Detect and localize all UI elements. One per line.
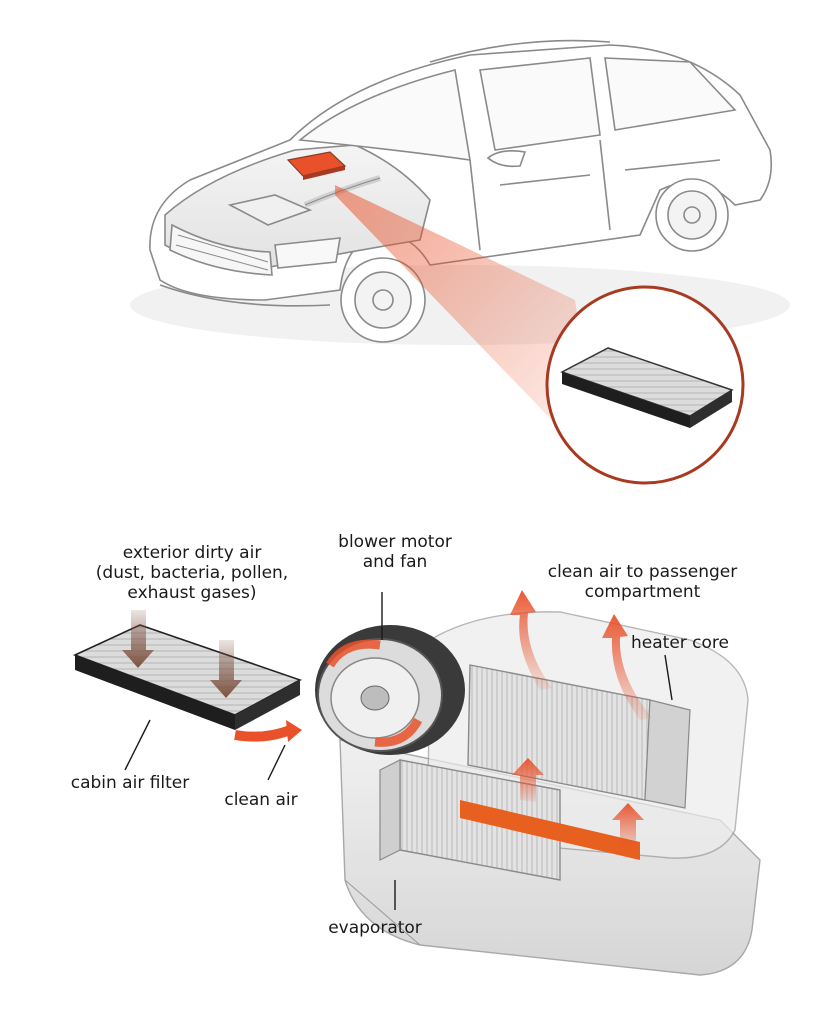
label-exterior-dirty-air: exterior dirty air (dust, bacteria, poll… (95, 543, 289, 603)
label-clean-air: clean air (224, 790, 298, 810)
highlight-beam (335, 185, 600, 470)
blower-motor-fan (315, 625, 465, 755)
leader-lines (124, 592, 673, 910)
clean-air-flow (234, 590, 652, 860)
label-heater-core: heater core (631, 633, 729, 653)
label-blower-motor: blower motor and fan (338, 532, 452, 572)
label-clean-air-to-passenger: clean air to passenger compartment (547, 562, 738, 602)
dirty-air-arrows (122, 610, 242, 698)
filter-zoom-callout (545, 285, 745, 485)
label-evaporator: evaporator (328, 918, 422, 938)
car-illustration (130, 39, 790, 345)
car-filter-highlight (286, 151, 347, 180)
cabin-filter-panel (72, 624, 302, 730)
heater-core (467, 664, 691, 809)
label-cabin-air-filter: cabin air filter (70, 773, 190, 793)
